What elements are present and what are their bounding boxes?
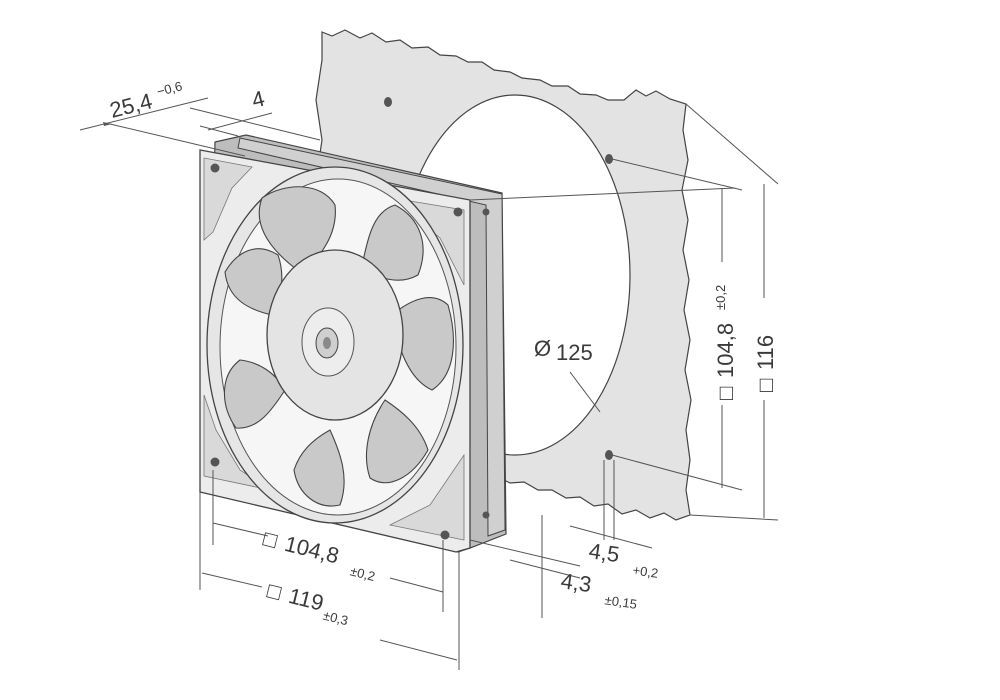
label-screw-hole-value: 4,5: [587, 538, 621, 567]
label-frame-width-symbol: □: [265, 578, 284, 605]
fan-hole-top-right: [453, 207, 463, 217]
blade-5: [293, 429, 345, 507]
label-cutout-symbol: Ø: [534, 336, 551, 361]
dimension-lines: [79, 97, 779, 670]
label-hole-spacing-right-value: 104,8: [713, 323, 738, 378]
corner-pad-top-left: [203, 157, 253, 241]
fan-hole-bottom-right: [440, 530, 450, 540]
label-hole-spacing-bottom-symbol: □: [261, 526, 280, 553]
label-panel-square-value: 116: [753, 335, 778, 370]
label-cutout-value: 125: [556, 340, 593, 365]
panel-hole-bottom-right: [605, 450, 613, 460]
blade-4: [365, 399, 429, 484]
label-hole-spacing-right-tol: ±0,2: [713, 285, 728, 310]
label-hole-spacing-bottom-tol: ±0,2: [349, 563, 377, 584]
label-screw-hole-tol: +0,2: [632, 562, 660, 580]
blade-2: [361, 204, 424, 281]
label-mount-hole-value: 4,3: [559, 568, 593, 597]
label-flange-value: 4: [249, 86, 267, 113]
label-hole-spacing-right-symbol: □: [713, 387, 738, 400]
panel-hole-top-right: [605, 154, 613, 164]
label-hole-spacing-bottom-value: 104,8: [282, 531, 341, 569]
fan-back-hole-right: [482, 208, 490, 216]
label-panel-square-symbol: □: [753, 379, 778, 392]
fan-hub-center: [323, 337, 331, 349]
fan: [199, 134, 507, 553]
blade-6: [223, 359, 286, 429]
label-mount-hole-tol: ±0,15: [604, 592, 638, 611]
panel-hole-top-left: [384, 97, 392, 107]
blade-1: [258, 186, 336, 273]
corner-pad-bottom-right: [388, 453, 465, 541]
label-frame-width-tol: ±0,3: [322, 608, 350, 629]
label-depth-tol: −0,6: [155, 78, 184, 99]
fan-hole-bottom-left: [210, 457, 220, 467]
blade-3: [391, 297, 454, 391]
fan-blades: [223, 186, 454, 507]
dimension-labels: 25,4 −0,6 4 □ 104,8 ±0,2 □ 119 ±0,3 Ø 12…: [107, 78, 778, 628]
fan-back-hole-lower: [482, 511, 490, 519]
label-frame-width-value: 119: [286, 583, 326, 616]
label-depth-value: 25,4: [107, 88, 155, 123]
fan-back-flange: [237, 137, 506, 537]
fan-hole-top-left: [210, 163, 220, 173]
